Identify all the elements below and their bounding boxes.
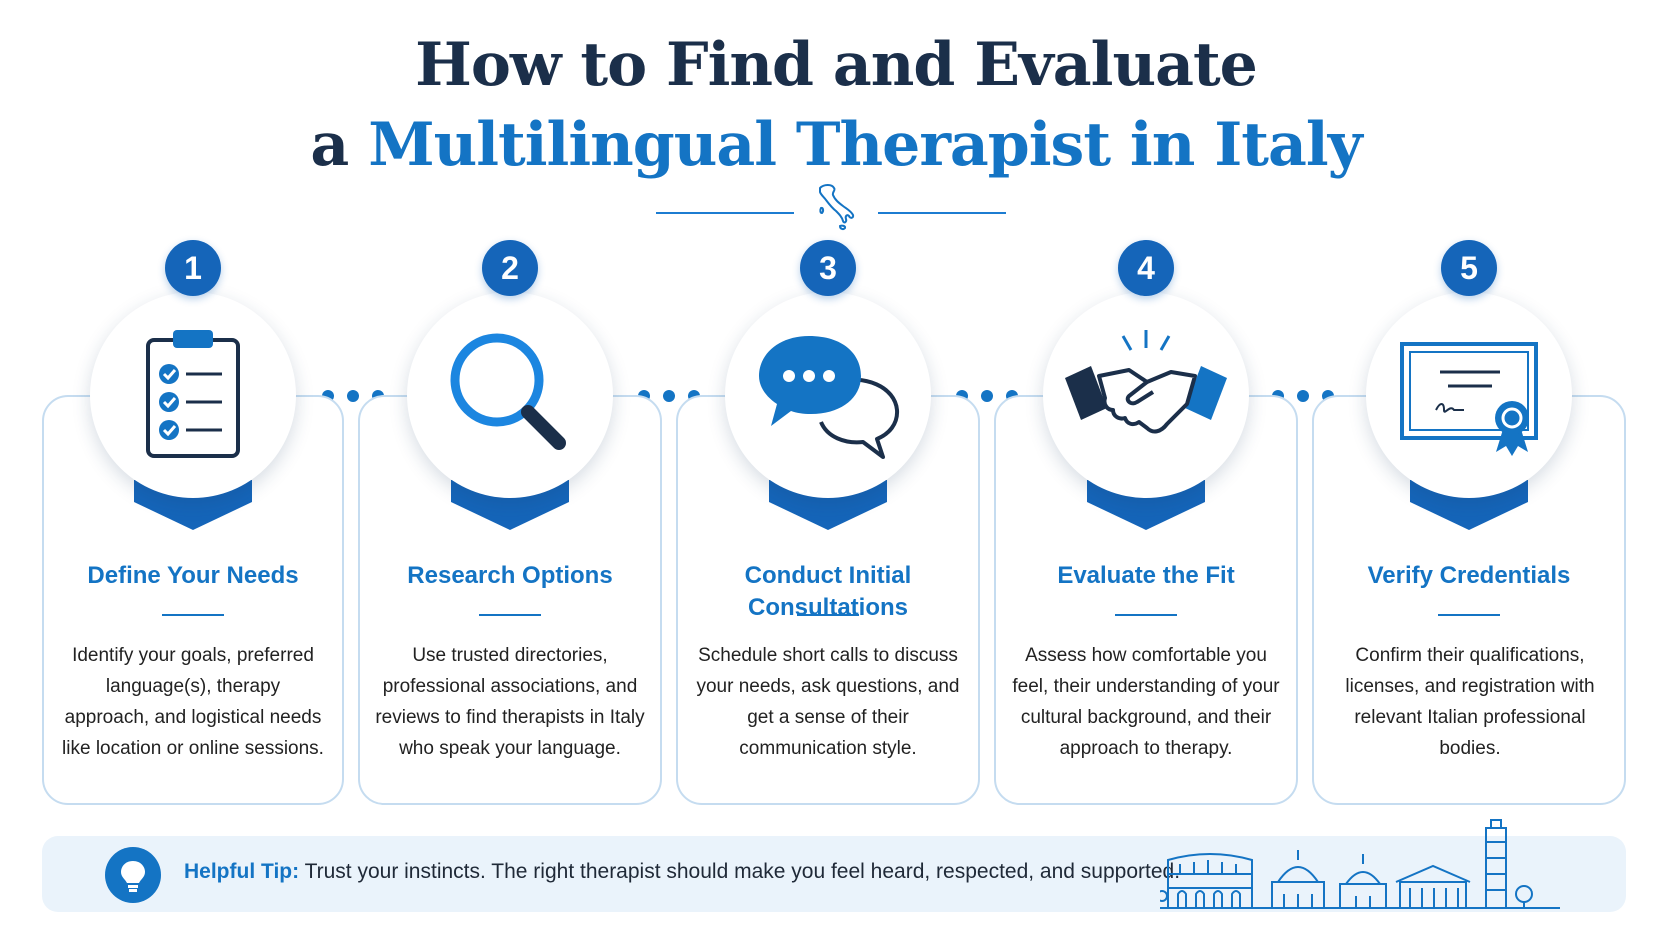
step-2-icon-circle	[407, 292, 613, 498]
step-3-rule	[797, 614, 859, 616]
page-title-line-2: a Multilingual Therapist in Italy	[0, 110, 1672, 180]
step-2-title: Research Options	[407, 562, 613, 589]
clipboard-checklist-icon	[146, 330, 240, 458]
helpful-tip-text: Helpful Tip: Trust your instincts. The r…	[184, 860, 1180, 884]
certificate-icon	[1400, 342, 1538, 456]
step-1-number-badge: 1	[165, 240, 221, 296]
step-5-number-badge: 5	[1441, 240, 1497, 296]
lightbulb-icon	[105, 847, 161, 903]
helpful-tip-bar	[42, 836, 1626, 912]
step-3-icon-circle	[725, 292, 931, 498]
step-1-rule	[162, 614, 224, 616]
helpful-tip-message: Trust your instincts. The right therapis…	[299, 860, 1181, 883]
page-title-line-1: How to Find and Evaluate	[415, 30, 1258, 100]
title-prefix: a	[310, 110, 369, 180]
step-4-icon-circle	[1043, 292, 1249, 498]
title-divider-left	[656, 212, 794, 214]
step-5-icon-circle	[1366, 292, 1572, 498]
step-2-rule	[479, 614, 541, 616]
title-accent: Multilingual Therapist in Italy	[368, 110, 1362, 180]
step-4-title: Evaluate the Fit	[1057, 562, 1235, 589]
step-3-description: Schedule short calls to discuss your nee…	[696, 645, 960, 759]
speech-bubbles-icon	[759, 336, 900, 459]
step-5-title: Verify Credentials	[1367, 562, 1571, 589]
step-2-description: Use trusted directories, professional as…	[375, 645, 645, 759]
title-divider-right	[878, 212, 1006, 214]
step-4-description: Assess how comfortable you feel, their u…	[1012, 645, 1280, 759]
italian-skyline-icon	[1160, 819, 1560, 909]
step-5-description: Confirm their qualifications, licenses, …	[1345, 645, 1595, 759]
handshake-icon	[1065, 330, 1227, 434]
italy-map-icon	[819, 184, 855, 231]
step-5-rule	[1438, 614, 1500, 616]
step-1-description: Identify your goals, preferred language(…	[62, 645, 324, 759]
step-2-number-badge: 2	[482, 240, 538, 296]
magnifying-glass-icon	[450, 333, 566, 450]
helpful-tip-label: Helpful Tip:	[184, 860, 300, 883]
step-1-title: Define Your Needs	[87, 562, 299, 589]
step-1-icon-circle	[90, 292, 296, 498]
step-4-rule	[1115, 614, 1177, 616]
step-4-number-badge: 4	[1118, 240, 1174, 296]
step-3-title: Conduct Initial Consultations	[744, 562, 912, 621]
step-3-number-badge: 3	[800, 240, 856, 296]
